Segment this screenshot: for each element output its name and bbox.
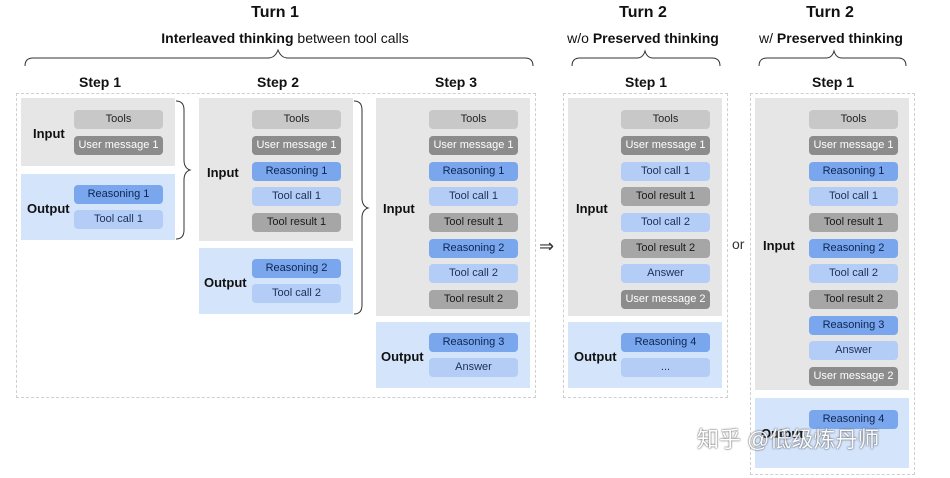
step2-input-item: Tools bbox=[252, 110, 341, 129]
turn2b-input-item: Tools bbox=[809, 110, 898, 129]
step3-input-label: Input bbox=[383, 201, 415, 216]
step2-input-item: Reasoning 1 bbox=[252, 162, 341, 181]
turn2b-subtitle-bold: Preserved thinking bbox=[776, 30, 903, 46]
turn2a-output-panel: Output Reasoning 4 ... bbox=[568, 322, 722, 388]
step3-output-label: Output bbox=[381, 349, 424, 364]
turn1-title: Turn 1 bbox=[251, 4, 299, 21]
turn2b-step-label: Step 1 bbox=[811, 74, 854, 90]
step3-input-item: Tool call 2 bbox=[429, 264, 518, 283]
step3-input-item: Tool result 1 bbox=[429, 213, 518, 232]
turn2a-input-item: Tool call 1 bbox=[621, 162, 710, 181]
turn2a-input-item: User message 1 bbox=[621, 136, 710, 155]
turn2b-output-label: Output bbox=[761, 426, 804, 441]
turn2a-input-label: Input bbox=[576, 201, 608, 216]
turn2b-input-item: Tool call 2 bbox=[809, 264, 898, 283]
turn2a-output-label: Output bbox=[574, 349, 617, 364]
turn2a-top-brace bbox=[571, 49, 721, 67]
step3-input-item: Reasoning 2 bbox=[429, 239, 518, 258]
step2-input-item: Tool result 1 bbox=[252, 213, 341, 232]
step1-input-item: User message 1 bbox=[74, 136, 163, 155]
turn2b-input-label: Input bbox=[763, 238, 795, 253]
step1-output-item: Reasoning 1 bbox=[74, 185, 163, 204]
step3-input-item: Tool result 2 bbox=[429, 290, 518, 309]
step2-side-brace bbox=[353, 100, 370, 315]
implies-arrow-icon: ⇒ bbox=[539, 236, 555, 256]
turn2b-input-item: User message 1 bbox=[809, 136, 898, 155]
turn2a-title: Turn 2 bbox=[619, 4, 667, 21]
step1-input-label: Input bbox=[33, 126, 65, 141]
step1-side-brace bbox=[175, 100, 192, 240]
turn2a-output-item: Reasoning 4 bbox=[621, 333, 710, 352]
turn2b-input-item: Reasoning 3 bbox=[809, 316, 898, 335]
step2-output-label: Output bbox=[204, 275, 247, 290]
step1-output-panel: Output Reasoning 1 Tool call 1 bbox=[21, 174, 175, 240]
turn2b-top-brace bbox=[758, 49, 907, 67]
turn2b-subtitle-pre: w/ bbox=[759, 30, 777, 46]
step2-output-item: Reasoning 2 bbox=[252, 259, 341, 278]
turn2b-input-item: Tool result 2 bbox=[809, 290, 898, 309]
step1-input-item: Tools bbox=[74, 110, 163, 129]
step2-input-panel: Input Tools User message 1 Reasoning 1 T… bbox=[199, 98, 353, 241]
step2-input-item: Tool call 1 bbox=[252, 187, 341, 206]
turn2b-input-item: Tool result 1 bbox=[809, 213, 898, 232]
step3-output-item: Answer bbox=[429, 358, 518, 377]
step3-input-item: User message 1 bbox=[429, 136, 518, 155]
step2-input-label: Input bbox=[207, 165, 239, 180]
watermark: 知乎 @低级炼丹师 bbox=[697, 427, 880, 452]
turn2a-input-item: Tool call 2 bbox=[621, 213, 710, 232]
turn1-frame bbox=[16, 93, 536, 398]
step3-output-panel: Output Reasoning 3 Answer bbox=[376, 322, 530, 388]
step3-input-item: Tools bbox=[429, 110, 518, 129]
turn2a-input-item: Answer bbox=[621, 264, 710, 283]
turn1-subtitle-bold: Interleaved thinking bbox=[161, 30, 294, 46]
turn2b-title: Turn 2 bbox=[806, 4, 854, 21]
turn2b-output-panel: Output Reasoning 4 bbox=[755, 398, 909, 468]
step1-output-label: Output bbox=[27, 201, 70, 216]
turn2a-output-item: ... bbox=[621, 358, 710, 377]
step2-output-panel: Output Reasoning 2 Tool call 2 bbox=[199, 248, 353, 314]
step2-output-item: Tool call 2 bbox=[252, 284, 341, 303]
step2-input-item: User message 1 bbox=[252, 136, 341, 155]
turn1-top-brace bbox=[24, 48, 534, 67]
step3-output-item: Reasoning 3 bbox=[429, 333, 518, 352]
turn2a-input-panel: Input Tools User message 1 Tool call 1 T… bbox=[568, 98, 722, 316]
turn2a-input-item: User message 2 bbox=[621, 290, 710, 309]
or-label: or bbox=[732, 236, 745, 252]
turn2a-frame bbox=[563, 93, 728, 398]
turn2b-subtitle: w/ Preserved thinking bbox=[733, 30, 929, 46]
turn2a-subtitle: w/o Preserved thinking bbox=[543, 30, 743, 46]
turn2a-input-item: Tool result 1 bbox=[621, 187, 710, 206]
turn2b-output-item: Reasoning 4 bbox=[809, 410, 898, 429]
turn2b-input-item: User message 2 bbox=[809, 367, 898, 386]
step3-input-item: Reasoning 1 bbox=[429, 162, 518, 181]
step1-input-panel: Input Tools User message 1 bbox=[21, 98, 175, 166]
turn2a-input-item: Tool result 2 bbox=[621, 239, 710, 258]
turn2b-input-panel: Input Tools User message 1 Reasoning 1 T… bbox=[755, 98, 909, 390]
turn1-subtitle-rest: between tool calls bbox=[293, 30, 409, 46]
turn2a-subtitle-pre: w/o bbox=[567, 30, 593, 46]
turn2b-frame bbox=[750, 93, 915, 475]
step1-label: Step 1 bbox=[78, 74, 121, 90]
turn2a-input-item: Tools bbox=[621, 110, 710, 129]
step2-label: Step 2 bbox=[256, 74, 299, 90]
step3-input-item: Tool call 1 bbox=[429, 187, 518, 206]
turn1-subtitle: Interleaved thinking between tool calls bbox=[110, 30, 460, 46]
turn2b-input-item: Answer bbox=[809, 341, 898, 360]
turn2a-step-label: Step 1 bbox=[624, 74, 667, 90]
turn2b-input-item: Reasoning 2 bbox=[809, 239, 898, 258]
step1-output-item: Tool call 1 bbox=[74, 210, 163, 229]
turn2a-subtitle-bold: Preserved thinking bbox=[592, 30, 719, 46]
turn2b-input-item: Reasoning 1 bbox=[809, 162, 898, 181]
turn2b-input-item: Tool call 1 bbox=[809, 187, 898, 206]
step3-label: Step 3 bbox=[434, 74, 477, 90]
step3-input-panel: Input Tools User message 1 Reasoning 1 T… bbox=[376, 98, 530, 316]
